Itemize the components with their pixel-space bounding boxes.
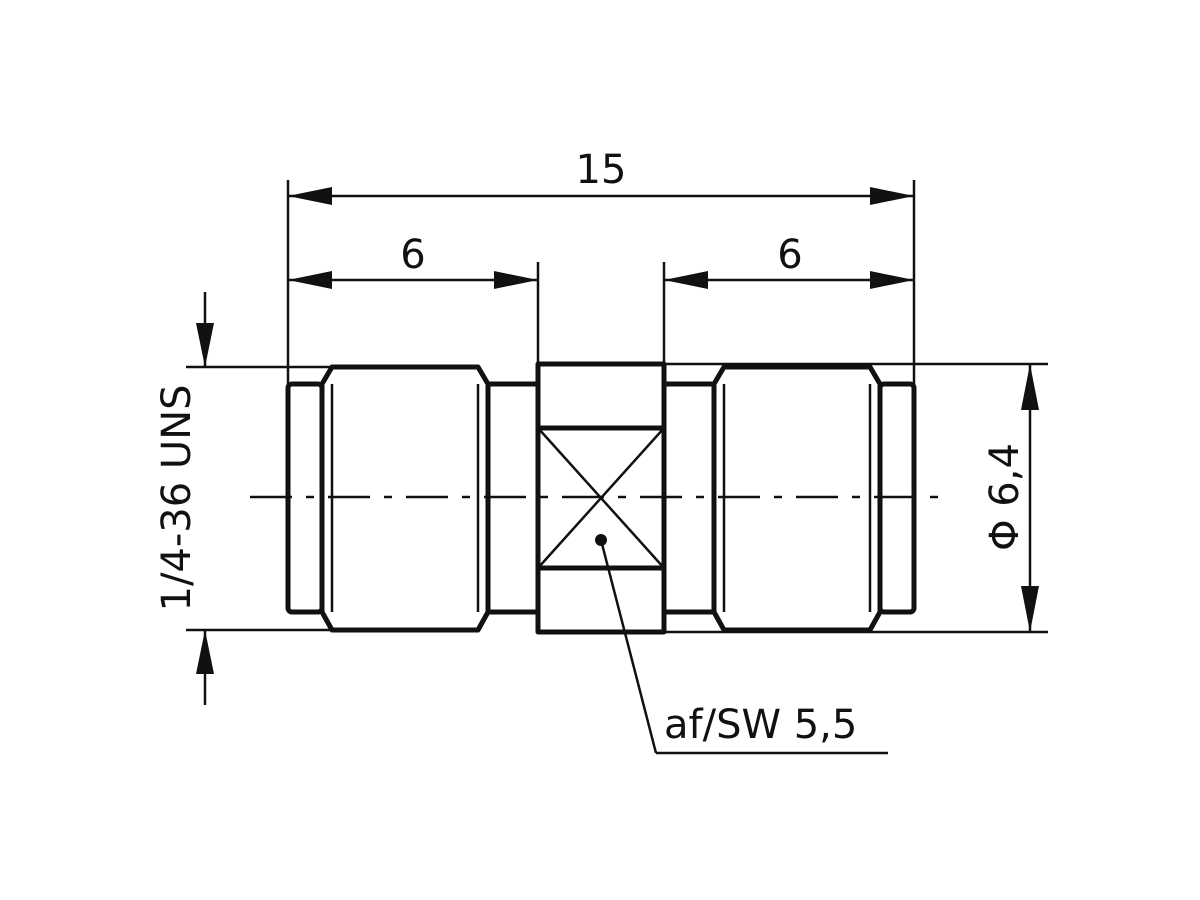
left-end-ring — [285, 381, 325, 615]
arrow-diameter-bottom — [1021, 586, 1039, 632]
arrow-left-end — [494, 271, 538, 289]
diameter-dimension: Φ 6,4 — [664, 362, 1048, 634]
leader-line — [599, 539, 658, 754]
thread-label: 1/4-36 UNS — [154, 384, 200, 611]
diameter-label: Φ 6,4 — [982, 443, 1028, 551]
arrow-right-start — [664, 271, 708, 289]
overall-length-label: 15 — [576, 147, 627, 193]
arrow-diameter-top — [1021, 364, 1039, 410]
wrench-size-callout: af/SW 5,5 — [595, 534, 888, 755]
left-length-label: 6 — [400, 232, 425, 278]
right-threaded-body — [711, 364, 883, 633]
right-length-label: 6 — [777, 232, 802, 278]
length-dimensions: 15 6 6 — [286, 147, 916, 384]
arrow-right-end — [870, 271, 914, 289]
arrow-overall-left — [288, 187, 332, 205]
arrow-overall-right — [870, 187, 914, 205]
thread-dimension: 1/4-36 UNS — [154, 292, 332, 705]
left-threaded-body — [319, 364, 491, 633]
arrow-left-start — [288, 271, 332, 289]
arrow-thread-top — [196, 323, 214, 367]
arrow-thread-bottom — [196, 630, 214, 674]
wrench-size-label: af/SW 5,5 — [664, 702, 857, 748]
